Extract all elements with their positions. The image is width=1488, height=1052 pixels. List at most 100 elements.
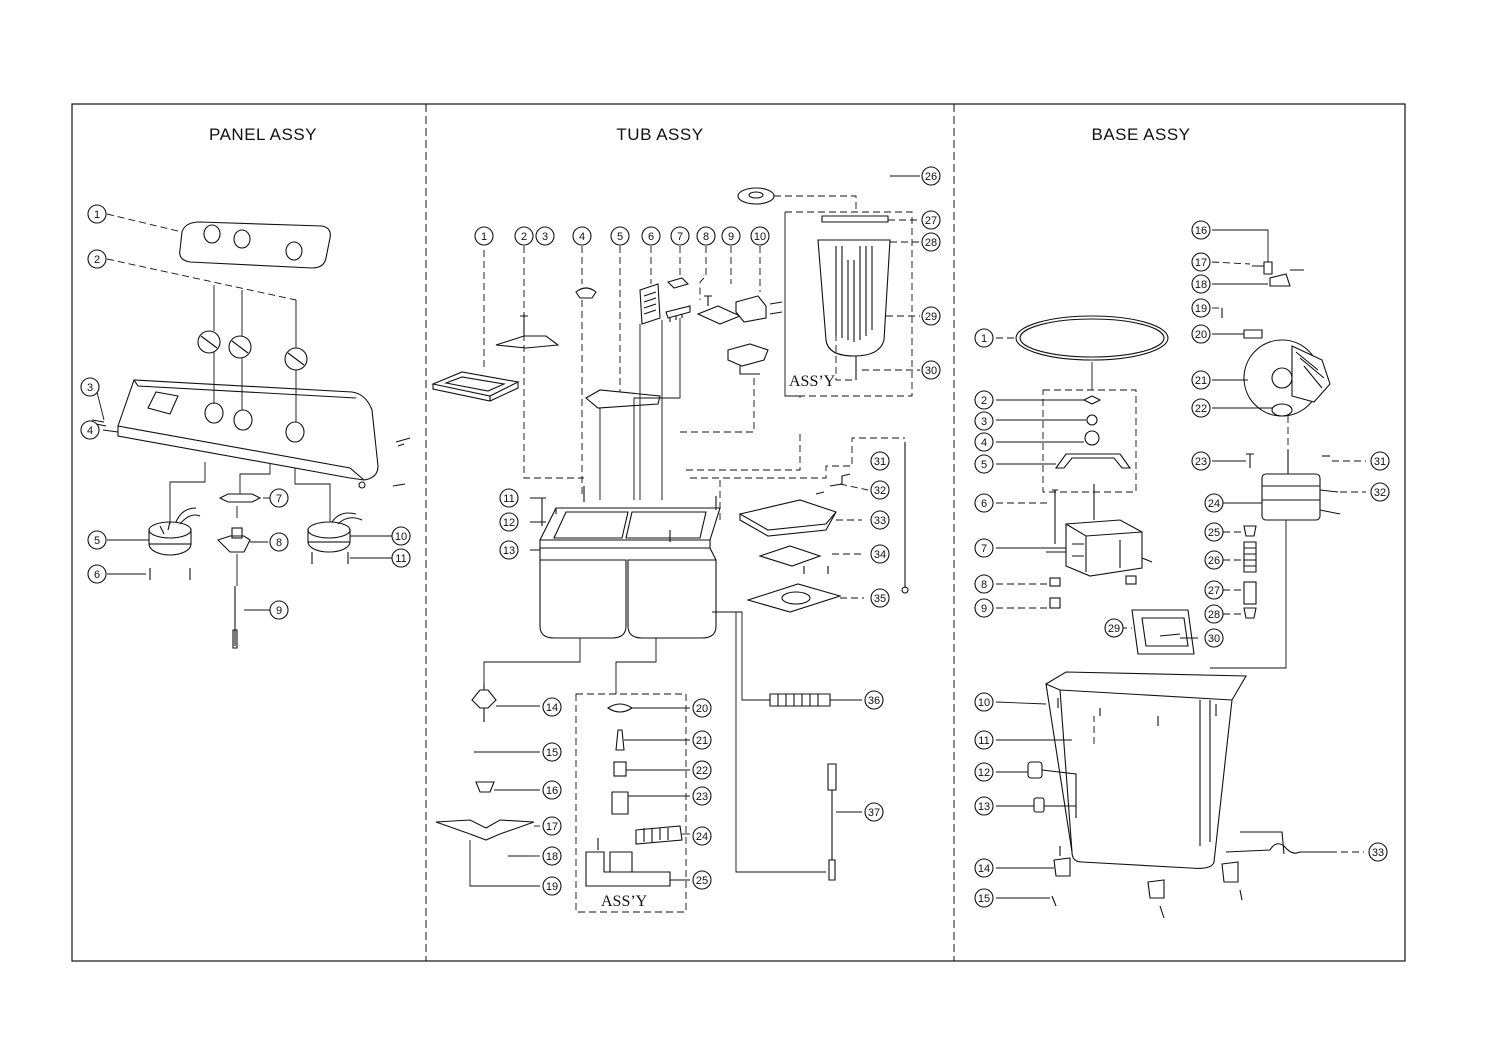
tub-callout-31: 31 (870, 451, 890, 471)
panel-callout-8: 8 (269, 532, 289, 552)
svg-text:7: 7 (276, 493, 282, 505)
tub-callout-13: 13 (499, 540, 519, 560)
panel-callout-2: 2 (87, 249, 107, 269)
tub-callout-3: 3 (535, 226, 555, 246)
drive-belt (1015, 315, 1169, 361)
svg-text:10: 10 (754, 231, 766, 243)
base-assy-title: BASE ASSY (1092, 125, 1191, 144)
svg-text:4: 4 (579, 231, 585, 243)
tub-callout-9: 9 (721, 226, 741, 246)
svg-text:33: 33 (1372, 847, 1384, 859)
svg-text:7: 7 (981, 543, 987, 555)
svg-text:4: 4 (981, 437, 987, 449)
svg-text:25: 25 (696, 875, 708, 887)
svg-text:32: 32 (874, 485, 886, 497)
svg-text:8: 8 (981, 579, 987, 591)
tub-callout-7: 7 (670, 226, 690, 246)
base-callout-1: 1 (974, 328, 994, 348)
tub-callout-16: 16 (542, 780, 562, 800)
svg-text:5: 5 (617, 231, 623, 243)
tub-callout-29: 29 (921, 306, 941, 326)
tub-callout-1: 1 (474, 226, 494, 246)
drawing-frame (71, 103, 1406, 962)
svg-text:8: 8 (276, 537, 282, 549)
svg-text:29: 29 (1108, 623, 1120, 635)
wash-motor (1046, 484, 1153, 577)
base-callout-15: 15 (974, 888, 994, 908)
panel-callout-9: 9 (269, 600, 289, 620)
svg-text:26: 26 (1208, 555, 1220, 567)
base-callout-12: 12 (974, 762, 994, 782)
base-callout-9: 9 (974, 598, 994, 618)
svg-text:32: 32 (1374, 487, 1386, 499)
svg-text:2: 2 (521, 231, 527, 243)
tub-callout-5: 5 (610, 226, 630, 246)
panel-callout-4: 4 (80, 420, 100, 440)
tub-callout-32: 32 (870, 480, 890, 500)
tub-callout-14: 14 (542, 697, 562, 717)
brake-plate (746, 583, 842, 613)
svg-text:6: 6 (648, 231, 654, 243)
panel-assy-parts (91, 213, 411, 649)
base-callout-24: 24 (1204, 493, 1224, 513)
control-panel-housing (117, 379, 379, 481)
tub-callout-24: 24 (692, 826, 712, 846)
tub-callout-25: 25 (692, 870, 712, 890)
tub-assy-title: TUB ASSY (616, 125, 703, 144)
lid-bracket (495, 335, 560, 349)
tub-callout-4: 4 (572, 226, 592, 246)
panel-label-plate (179, 221, 331, 269)
svg-text:35: 35 (874, 593, 886, 605)
spin-tub (627, 559, 717, 639)
svg-text:9: 9 (981, 603, 987, 615)
svg-text:26: 26 (925, 171, 937, 183)
svg-text:3: 3 (981, 416, 987, 428)
base-callout-4: 4 (974, 432, 994, 452)
coupling-spring (1243, 541, 1257, 573)
svg-text:3: 3 (87, 382, 93, 394)
water-valve (727, 343, 769, 367)
drain-valve (585, 851, 671, 887)
base-callout-28: 28 (1204, 604, 1224, 624)
svg-text:24: 24 (696, 831, 708, 843)
base-callout-29: 29 (1104, 618, 1124, 638)
svg-text:36: 36 (868, 695, 880, 707)
tub-cover (585, 389, 661, 409)
tub-callout-34: 34 (870, 544, 890, 564)
svg-text:1: 1 (94, 209, 100, 221)
spin-lid (738, 499, 837, 531)
base-callout-30: 30 (1204, 628, 1224, 648)
base-callout-20: 20 (1191, 324, 1211, 344)
spin-brake-assembly (1243, 339, 1331, 417)
base-callout-32: 32 (1370, 482, 1390, 502)
svg-text:11: 11 (503, 493, 514, 505)
svg-text:31: 31 (1374, 456, 1386, 468)
base-callout-33: 33 (1368, 842, 1388, 862)
svg-text:28: 28 (925, 237, 937, 249)
control-knobs (197, 330, 308, 371)
tub-callout-21: 21 (692, 730, 712, 750)
panel-callout-10: 10 (391, 526, 411, 546)
wash-tub (539, 559, 627, 639)
tub-callout-17: 17 (542, 816, 562, 836)
svg-text:13: 13 (978, 801, 990, 813)
tub-callout-26: 26 (921, 166, 941, 186)
basket-flange (821, 215, 889, 223)
svg-text:16: 16 (546, 785, 558, 797)
tub-callout-27: 27 (921, 210, 941, 230)
svg-text:33: 33 (874, 515, 886, 527)
base-callout-14: 14 (974, 858, 994, 878)
svg-text:6: 6 (981, 498, 987, 510)
tub-callout-18: 18 (542, 846, 562, 866)
svg-text:25: 25 (1208, 527, 1220, 539)
panel-callouts: 1 2 3 4 5 6 7 8 9 10 11 (80, 204, 411, 620)
base-callout-17: 17 (1191, 252, 1211, 272)
mount-bracket (1131, 609, 1195, 655)
base-callout-3: 3 (974, 411, 994, 431)
svg-text:7: 7 (677, 231, 683, 243)
svg-text:12: 12 (503, 517, 515, 529)
tub-callout-37: 37 (864, 802, 884, 822)
svg-text:11: 11 (395, 553, 406, 565)
panel-callout-3: 3 (80, 377, 100, 397)
svg-text:19: 19 (546, 881, 558, 893)
